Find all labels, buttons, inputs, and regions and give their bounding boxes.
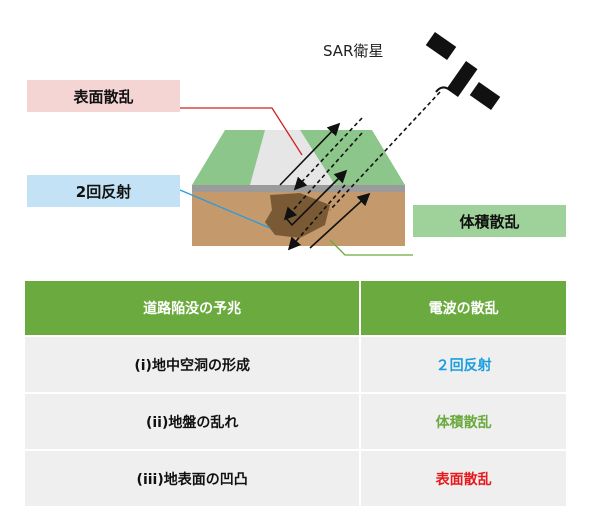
double-bounce-leader-line xyxy=(179,189,271,229)
sign-cell: (ii)地盤の乱れ xyxy=(25,394,360,449)
sar-satellite-label: SAR衛星 xyxy=(323,42,384,60)
header-scatter: 電波の散乱 xyxy=(361,281,566,335)
scatter-cell: ２回反射 xyxy=(361,337,566,392)
table-row: (i)地中空洞の形成 ２回反射 xyxy=(25,337,566,392)
scatter-cell: 体積散乱 xyxy=(361,394,566,449)
volume-leader-line xyxy=(329,239,413,256)
table-header-row: 道路陥没の予兆 電波の散乱 xyxy=(25,281,566,335)
satellite-icon xyxy=(425,31,501,111)
table-row: (ii)地盤の乱れ 体積散乱 xyxy=(25,394,566,449)
surface-leader-line xyxy=(180,107,303,156)
table-row: (iii)地表面の凹凸 表面散乱 xyxy=(25,451,566,506)
road-surface xyxy=(250,130,335,185)
surface-scatter-label: 表面散乱 xyxy=(27,80,180,112)
volume-scatter-label: 体積散乱 xyxy=(413,205,566,237)
sar-scatter-diagram xyxy=(179,31,501,256)
scatter-cell: 表面散乱 xyxy=(361,451,566,506)
sign-cell: (i)地中空洞の形成 xyxy=(25,337,360,392)
sign-cell: (iii)地表面の凹凸 xyxy=(25,451,360,506)
double-bounce-label: 2回反射 xyxy=(27,175,180,207)
sign-scatter-table: 道路陥没の予兆 電波の散乱 (i)地中空洞の形成 ２回反射 (ii)地盤の乱れ … xyxy=(23,279,568,508)
header-sign: 道路陥没の予兆 xyxy=(25,281,360,335)
